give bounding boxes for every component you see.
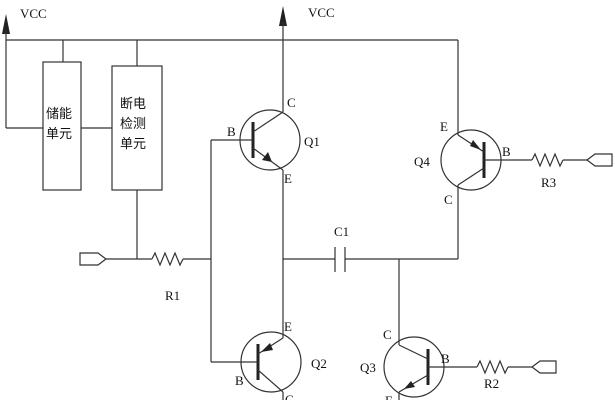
storage-unit-box (42, 61, 82, 191)
q4-emitter-label: E (440, 119, 448, 134)
q4-base-label: B (502, 144, 511, 159)
q1-emitter-arrow-icon (262, 152, 272, 162)
right-bottom-terminal-icon (531, 360, 557, 374)
transistor-q2: E B C Q2 (211, 319, 327, 400)
detect-unit-line1: 断电 (120, 97, 146, 112)
storage-unit-line1: 储能 (46, 107, 72, 122)
resistor-r1: R1 (151, 251, 211, 303)
q3-collector-label: C (383, 327, 392, 342)
q2-name: Q2 (311, 356, 327, 371)
capacitor-c1: C1 (334, 224, 458, 272)
detect-unit: 断电 检测 单元 (111, 40, 163, 259)
left-vcc-arrow-icon (2, 14, 10, 34)
q4-emitter-arrow-icon (470, 140, 481, 150)
transistor-q3: C B E Q3 (360, 259, 477, 400)
left-input-terminal-icon (79, 252, 107, 266)
q2-base-label: B (235, 373, 244, 388)
q4-collector-label: C (444, 192, 453, 207)
resistor-r2: R2 (476, 359, 532, 391)
top-vcc-supply: VCC (279, 5, 335, 112)
top-vcc-label: VCC (308, 5, 335, 20)
transistor-q4: E C B Q4 (414, 40, 532, 259)
q3-name: Q3 (360, 360, 376, 375)
c1-label: C1 (334, 224, 349, 239)
transistor-q1: B C E Q1 (211, 95, 320, 259)
left-input-terminal (79, 252, 152, 266)
left-vcc-supply: VCC (2, 6, 47, 128)
q1-emitter-label: E (284, 171, 292, 186)
storage-unit-line2: 单元 (46, 127, 72, 142)
r1-label: R1 (165, 288, 180, 303)
detect-unit-box (111, 65, 163, 191)
detect-unit-line3: 单元 (120, 137, 146, 152)
q2-emitter-label: E (284, 319, 292, 334)
q3-emitter-arrow-icon (404, 381, 415, 389)
left-vcc-label: VCC (20, 6, 47, 21)
r3-label: R3 (541, 175, 556, 190)
r2-label: R2 (484, 376, 499, 391)
q1-base-label: B (227, 124, 236, 139)
resistor-r3-icon (531, 152, 564, 168)
q3-emitter-label: E (385, 393, 393, 400)
resistor-r1-icon (151, 251, 184, 267)
storage-unit: 储能 单元 (6, 40, 112, 191)
resistor-r2-icon (476, 359, 509, 375)
q3-base-label: B (441, 351, 450, 366)
q2-collector-label: C (285, 392, 294, 400)
detect-unit-line2: 检测 (120, 117, 146, 132)
q4-name: Q4 (414, 154, 430, 169)
right-top-terminal-icon (586, 153, 613, 167)
q2-emitter-arrow-icon (261, 343, 273, 352)
q1-collector-label: C (287, 95, 296, 110)
resistor-r3: R3 (531, 152, 587, 190)
q1-name: Q1 (304, 134, 320, 149)
top-vcc-arrow-icon (279, 6, 287, 26)
